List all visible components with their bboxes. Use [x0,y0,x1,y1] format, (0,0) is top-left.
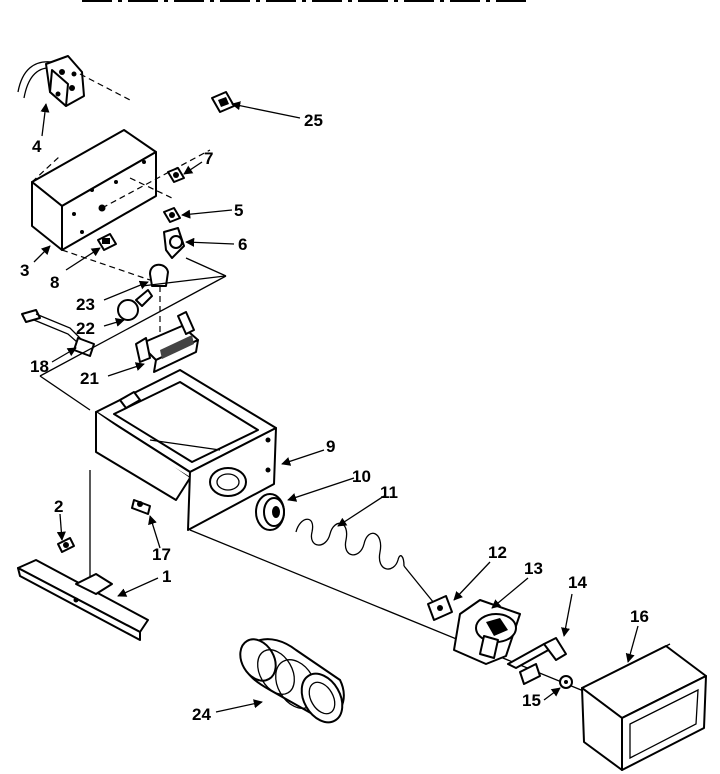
callout-22: 22 [76,319,95,338]
part-5-screw [163,207,181,223]
callout-21: 21 [80,369,99,388]
part-25-clip [211,91,235,113]
callout-8: 8 [50,273,59,292]
callout-7: 7 [204,149,213,168]
callout-9: 9 [326,437,335,456]
callout-1: 1 [162,567,171,586]
callout-5: 5 [234,201,243,220]
part-3-control-box [31,129,211,281]
part-6-bracket [163,227,185,259]
part-16-front-cover [581,643,707,771]
part-9-housing [89,369,587,693]
part-10-bushing [255,493,285,531]
callout-2: 2 [54,497,63,516]
callout-10: 10 [352,467,371,486]
part-11-auger [295,518,439,609]
callout-15: 15 [522,691,541,710]
callout-14: 14 [568,573,587,592]
callout-11: 11 [380,483,398,502]
part-22-bulb [117,289,153,321]
callout-labels: 4 25 7 5 6 3 8 23 22 18 21 9 10 11 2 17 … [20,111,649,724]
part-4-motor [17,55,131,107]
part-2-screw [57,537,75,553]
callout-6: 6 [238,235,247,254]
callout-25: 25 [304,111,323,130]
assembly-panel [39,257,227,411]
callout-24: 24 [192,705,211,724]
part-23-socket [141,263,226,350]
part-7-screw [167,167,185,183]
part-24-cylinder [239,638,345,724]
callout-12: 12 [488,543,507,562]
leader-lines [33,101,639,713]
part-12-blade [427,595,453,621]
part-14-bracket [507,637,567,685]
part-15-nut [559,675,573,689]
part-1-bracket [17,559,149,641]
callout-17: 17 [152,545,171,564]
callout-23: 23 [76,295,95,314]
callout-16: 16 [630,607,649,626]
callout-3: 3 [20,261,29,280]
callout-13: 13 [524,559,543,578]
part-8-connector [97,233,117,251]
callout-18: 18 [30,357,49,376]
callout-4: 4 [32,137,42,156]
part-18-harness [21,309,95,357]
part-13-crusher-housing [453,599,521,665]
part-17-screw [131,499,151,515]
part-21-shield [135,311,199,373]
